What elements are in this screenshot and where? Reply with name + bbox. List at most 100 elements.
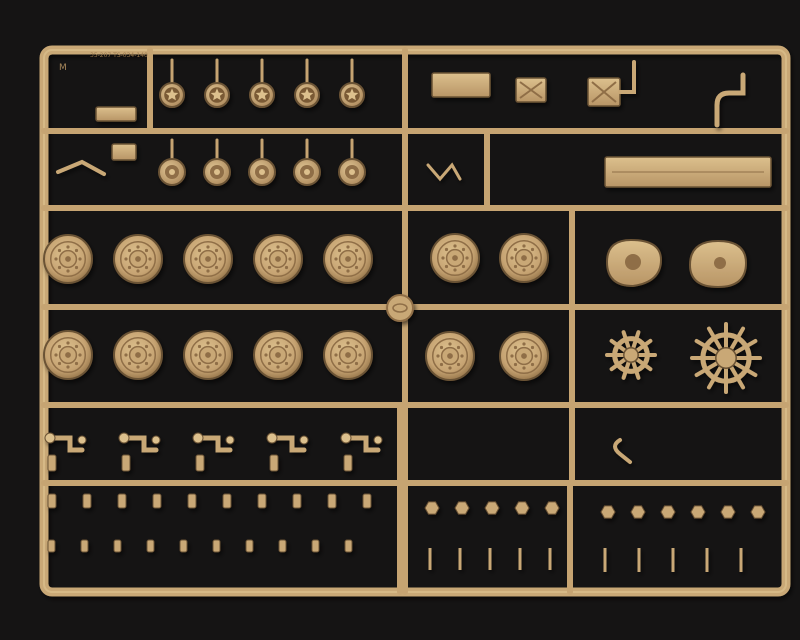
road-wheel-a-3-bolt-4	[264, 257, 268, 261]
road-wheel-a-0-bolt-7	[74, 248, 79, 253]
suspension-arm-2-body	[195, 435, 233, 453]
road-wheel-b-2-bolt-4	[194, 353, 198, 357]
small-bit-r1-9	[362, 493, 372, 509]
suspension-arm-1-eye2	[151, 435, 161, 445]
star-hub-top-1-star	[210, 88, 224, 101]
star-hub-top-0-star	[165, 88, 179, 101]
road-wheel-a-4-bolt-7	[354, 248, 359, 253]
suspension-arm-0	[44, 432, 87, 472]
road-wheel-a-2-rim	[189, 240, 227, 278]
road-wheel-b-1-bolt-0	[148, 353, 152, 357]
road-wheel-d-0-bolt-4	[436, 354, 440, 358]
suspension-arm-4-eye	[340, 432, 352, 444]
road-wheel-b-1-bolt-4	[124, 353, 128, 357]
road-wheel-b-3-bolt-6	[276, 341, 280, 345]
drive-housing-left	[605, 238, 663, 288]
road-wheel-b-3-bolt-3	[267, 361, 272, 366]
hub-mid-4	[338, 158, 366, 186]
road-wheel-d-1-bolt-6	[522, 342, 526, 346]
road-wheel-a-3-bolt-7	[284, 248, 289, 253]
hex-nut-right-3	[690, 505, 706, 519]
suspension-arm-0-body	[47, 435, 85, 453]
suspension-arm-4-stem	[343, 454, 353, 472]
road-wheel-b-2-bolt-1	[214, 361, 219, 366]
small-bit-r2-1	[80, 539, 89, 553]
road-wheel-c-0	[430, 233, 480, 283]
road-wheel-a-3-axle	[275, 256, 281, 262]
road-wheel-d-1-rim	[505, 337, 543, 375]
road-wheel-a-0-bolt-2	[66, 269, 70, 273]
road-wheel-b-3-bolt-5	[267, 344, 272, 349]
hub-mid-3	[293, 158, 321, 186]
road-wheel-b-0-bolt-7	[74, 344, 79, 349]
hub-mid-4-cap	[349, 169, 355, 175]
road-wheel-a-4-bolt-4	[334, 257, 338, 261]
road-wheel-a-3-bolt-6	[276, 245, 280, 249]
road-wheel-d-0-bolt-7	[456, 345, 461, 350]
road-wheel-b-3-bolt-0	[288, 353, 292, 357]
road-wheel-b-0-bolt-4	[54, 353, 58, 357]
star-hub-top-1	[204, 82, 230, 108]
hex-nut-mid-3	[514, 501, 530, 515]
road-wheel-a-1-bolt-0	[148, 257, 152, 261]
road-wheel-d-0-bolt-5	[439, 345, 444, 350]
road-wheel-d-1-bolt-2	[522, 366, 526, 370]
outer-frame-highlight	[43, 49, 787, 593]
center-gate-mark	[392, 303, 408, 313]
road-wheel-a-1-bolt-6	[136, 245, 140, 249]
road-wheel-c-1-bolt-5	[513, 247, 518, 252]
suspension-arm-3	[266, 432, 309, 472]
hex-nut-mid-2	[484, 501, 500, 515]
small-bit-r1-6	[257, 493, 267, 509]
bracket-v	[426, 162, 462, 182]
drive-housing-right-hole	[714, 257, 726, 269]
sprocket-right-ring	[700, 332, 752, 384]
road-wheel-b-4-bolt-1	[354, 361, 359, 366]
road-wheel-a-1-bolt-4	[124, 257, 128, 261]
road-wheel-b-1-bolt-3	[127, 361, 132, 366]
road-wheel-a-4-bolt-2	[346, 269, 350, 273]
small-bit-r1-4	[187, 493, 197, 509]
road-wheel-b-0-rim	[49, 336, 87, 374]
road-wheel-a-0-bolt-3	[57, 265, 62, 270]
road-wheel-a-3-bolt-3	[267, 265, 272, 270]
road-wheel-c-1-bolt-4	[510, 256, 514, 260]
road-wheel-c-0-rim	[436, 239, 474, 277]
road-wheel-b-1-axle	[135, 352, 141, 358]
road-wheel-a-2-bolt-0	[218, 257, 222, 261]
sprocket-right	[690, 322, 762, 394]
road-wheel-b-0-bolt-2	[66, 365, 70, 369]
sprue-letter: M	[59, 63, 67, 73]
hex-nut-right-5	[750, 505, 766, 519]
road-wheel-c-0-bolt-6	[453, 244, 457, 248]
small-bit-r1-0	[47, 493, 57, 509]
star-hub-top-3-star	[300, 88, 314, 101]
jerrycan-pipe	[618, 60, 636, 94]
road-wheel-b-4-bolt-6	[346, 341, 350, 345]
hub-mid-0-cap	[169, 169, 175, 175]
suspension-arm-4-eye2	[373, 435, 383, 445]
hex-nut-right-4	[720, 505, 736, 519]
road-wheel-d-1-axle	[521, 353, 527, 359]
road-wheel-b-4-bolt-5	[337, 344, 342, 349]
road-wheel-d-1	[499, 331, 549, 381]
hex-nut-mid-4	[544, 501, 560, 515]
hex-nut-right-0	[600, 505, 616, 519]
road-wheel-a-3-bolt-1	[284, 265, 289, 270]
road-wheel-a-0-bolt-0	[78, 257, 82, 261]
suspension-arm-0-eye	[44, 432, 56, 444]
road-wheel-b-3-bolt-4	[264, 353, 268, 357]
small-bit-r1-5	[222, 493, 232, 509]
star-hub-top-2-star	[255, 88, 269, 101]
suspension-arm-2-stem	[195, 454, 205, 472]
hex-nut-mid-0	[424, 501, 440, 515]
road-wheel-b-3-rim	[259, 336, 297, 374]
hub-mid-2-cap	[259, 169, 265, 175]
road-wheel-d-1-bolt-3	[513, 362, 518, 367]
road-wheel-a-2-bolt-5	[197, 248, 202, 253]
small-bit-r2-8	[311, 539, 320, 553]
suspension-arm-3-stem	[269, 454, 279, 472]
suspension-arm-0-eye2	[77, 435, 87, 445]
hub-mid-2	[248, 158, 276, 186]
